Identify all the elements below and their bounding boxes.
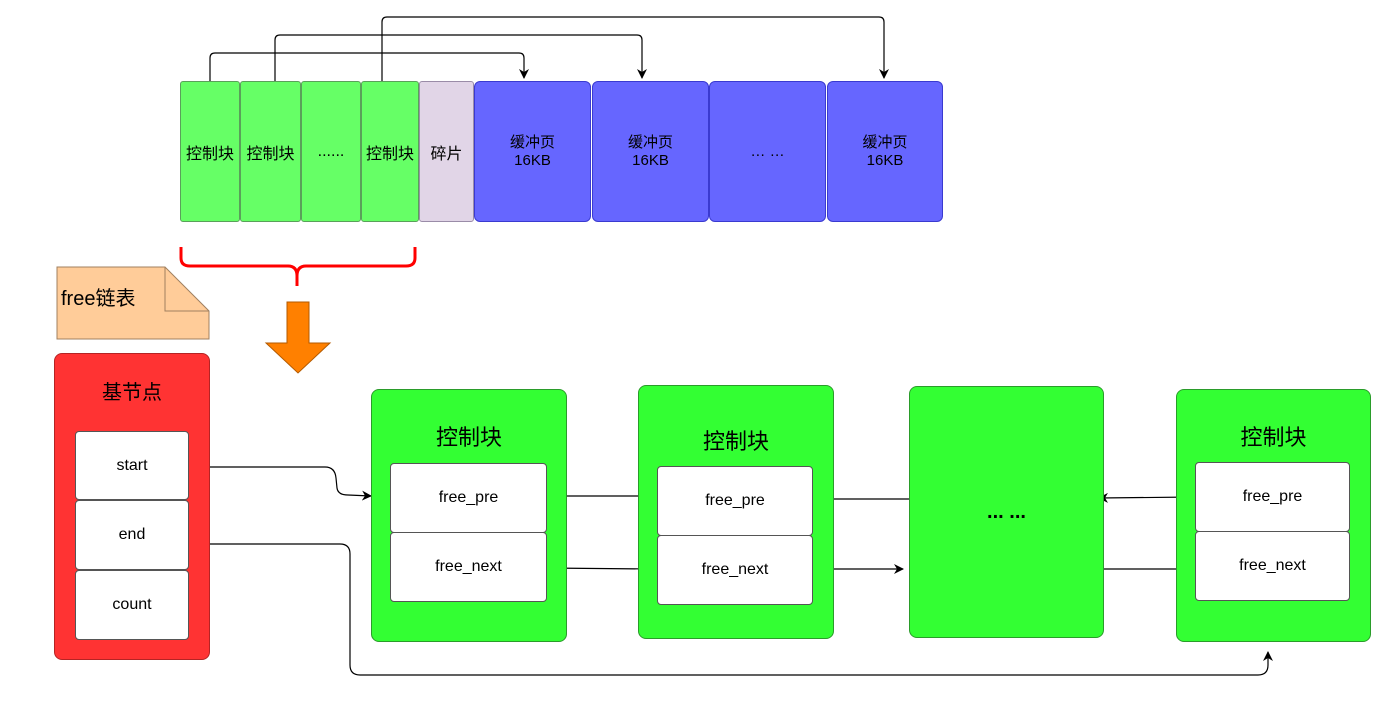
arc-ctrl2-to-page2 <box>274 34 647 81</box>
note-shape <box>56 266 210 340</box>
base-field-count: count <box>75 570 189 640</box>
control-block-2: 控制块 <box>240 81 301 222</box>
field-free-next: free_next <box>657 535 813 605</box>
field-free-pre: free_pre <box>390 463 547 533</box>
base-node: 基节点 start end count <box>54 353 210 660</box>
note-fold <box>164 267 209 312</box>
buffer-page-ellipsis: … … <box>709 81 826 222</box>
field-free-pre: free_pre <box>657 466 813 536</box>
list-node-1: 控制块 free_pre free_next <box>371 389 567 642</box>
base-field-end: end <box>75 500 189 570</box>
down-arrow <box>264 301 332 374</box>
ellipsis-text: ... ... <box>987 500 1026 523</box>
field-free-next: free_next <box>390 532 547 602</box>
field-free-pre: free_pre <box>1195 462 1350 532</box>
list-node-title: 控制块 <box>435 425 502 450</box>
list-node-title: 控制块 <box>1240 425 1307 450</box>
list-node-ellipsis: ... ... <box>909 386 1104 638</box>
arc-ctrl1-to-page1 <box>209 52 529 81</box>
control-block-1: 控制块 <box>180 81 240 222</box>
field-free-next: free_next <box>1195 531 1350 601</box>
arc-ctrl4-to-page4 <box>381 16 889 81</box>
control-block-ellipsis: ...... <box>301 81 361 222</box>
list-node-title: 控制块 <box>702 429 769 454</box>
list-node-2: 控制块 free_pre free_next <box>638 385 834 639</box>
control-block-4: 控制块 <box>361 81 419 222</box>
brace <box>179 247 417 286</box>
base-node-title: 基节点 <box>102 382 162 404</box>
fragment-block: 碎片 <box>419 81 474 222</box>
base-field-start: start <box>75 431 189 500</box>
free-list-label: free链表 <box>61 288 136 310</box>
list-node-4: 控制块 free_pre free_next <box>1176 389 1371 642</box>
arrow-end <box>209 543 1273 676</box>
arrow-start <box>209 466 372 501</box>
